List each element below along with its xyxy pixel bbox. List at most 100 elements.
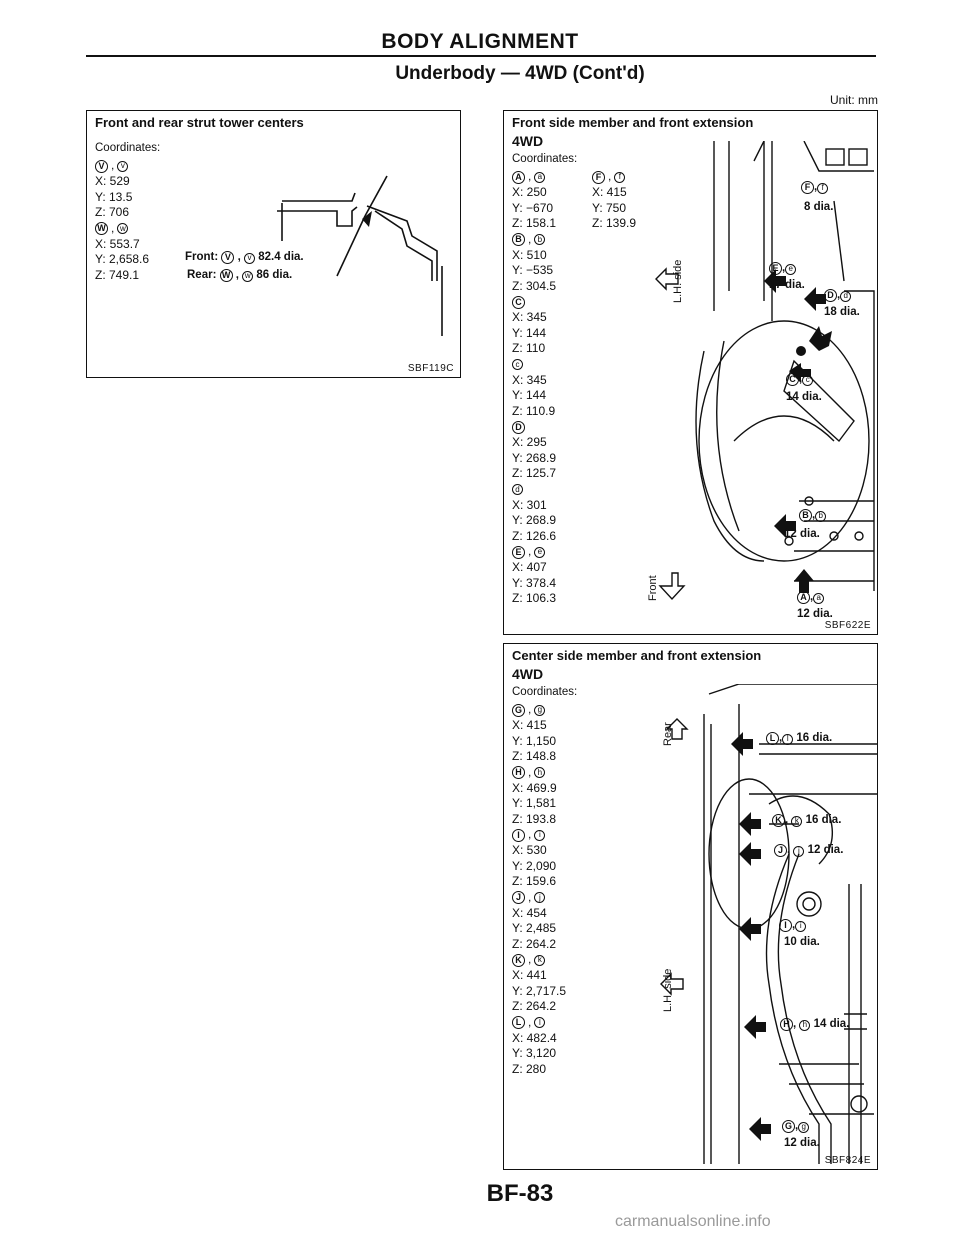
coord-row: Z: 280 [512,1061,547,1076]
panel-front-side-member: Front side member and front extension 4W… [503,110,878,635]
rear-dia-label: Rear: W , w 86 dia. [187,269,293,282]
coord-row: X: 482.4 [512,1030,557,1045]
point-l-callout: L,l 16 dia. [766,732,832,745]
point-a-heading: A,a [512,169,556,185]
front-dia-label: Front: V , v 82.4 dia. [185,251,304,264]
point-h-callout: H, h 14 dia. [780,1018,849,1031]
coord-row: X: 407 [512,560,547,574]
coord-row: Y: 1,150 [512,733,557,748]
coordinates-label: Coordinates: [95,142,161,154]
coord-row: Z: 125.7 [512,466,557,480]
point-f-callout: F,f [801,181,829,194]
coordinates-label: Coordinates: [512,153,578,165]
coord-row: Y: 144 [512,325,547,340]
coord-row: Z: 193.8 [512,811,557,826]
coord-row: Z: 264.2 [512,999,557,1013]
point-e-heading: E,e [512,544,556,560]
coordinate-list-f: F,f X: 415 Y: 750 Z: 139.9 [592,169,636,232]
coord-row: Z: 158.1 [512,216,557,230]
coord-row: Y: −535 [512,263,554,277]
panel-title: Center side member and front extension [512,648,762,663]
point-b-dia: 12 dia. [784,528,820,540]
coord-row: X: 345 [512,372,547,387]
coord-row: X: 530 [512,843,547,857]
coord-row: X: 295 [512,435,547,449]
point-i-dia: 10 dia. [784,936,820,948]
coord-row: Y: −670 [512,200,554,215]
figure-code: SBF119C [407,363,454,374]
coord-row: Z: 304.5 [512,278,557,293]
page-subtitle: Underbody — 4WD (Cont'd) [395,63,645,84]
coord-row: Y: 3,120 [512,1046,557,1060]
coord-row: Y: 2,090 [512,858,557,873]
point-i-callout: I,i [779,919,807,932]
page-number: BF-83 [486,1180,554,1207]
coord-row: Y: 268.9 [512,513,557,527]
coord-row: X: 441 [512,968,547,982]
coord-row: Y: 13.5 [95,189,133,204]
point-w-heading: W,w [95,221,149,237]
point-a-callout: A,a [797,591,825,604]
panel-strut-tower-centers: Front and rear strut tower centers Coord… [86,110,461,378]
point-g-callout: G,g [782,1120,810,1133]
point-c-heading: C [512,294,556,310]
underbody-center-drawing [660,684,877,1164]
coord-row: Y: 268.9 [512,450,557,465]
figure-code: SBF824E [824,1155,871,1166]
point-e-callout: E,e [769,262,797,275]
coord-row: Z: 159.6 [512,874,557,888]
coord-row: Y: 378.4 [512,575,557,590]
coord-row: Z: 148.8 [512,749,557,763]
coord-row: Z: 749.1 [95,267,140,282]
panel-subtitle: 4WD [512,666,544,682]
point-j-callout: J, j 12 dia. [774,844,843,857]
unit-note: Unit: mm [830,93,878,107]
point-c-lower-heading: c [512,357,556,373]
point-g-dia: 12 dia. [784,1137,820,1149]
coord-row: Y: 1,581 [512,796,557,810]
coord-row: Y: 750 [592,200,627,215]
point-k-heading: K,k [512,952,566,968]
point-a-dia: 12 dia. [797,608,833,620]
point-g-heading: G,g [512,702,566,718]
page-title: BODY ALIGNMENT [381,30,579,53]
coord-row: Z: 110 [512,341,546,355]
coordinates-label: Coordinates: [512,686,578,698]
coord-row: X: 469.9 [512,780,557,795]
point-f-dia: 8 dia. [804,201,834,213]
coord-row: Z: 139.9 [592,216,637,230]
coord-row: Y: 2,658.6 [95,252,150,266]
point-d-callout: D,d [824,289,852,302]
coordinate-list: A,a X: 250 Y: −670 Z: 158.1 B,b X: 510 Y… [512,169,556,607]
coord-row: X: 529 [95,174,130,188]
coord-row: X: 301 [512,497,547,512]
coord-row: Y: 2,717.5 [512,983,567,998]
strut-tower-drawing [277,175,443,336]
point-d-heading: D [512,419,556,435]
coord-row: X: 553.7 [95,236,140,251]
coord-row: X: 415 [592,185,627,199]
panel-center-side-member: Center side member and front extension 4… [503,643,878,1170]
coord-row: Z: 126.6 [512,528,557,543]
point-h-heading: H,h [512,765,566,781]
coord-row: Z: 106.3 [512,591,557,605]
point-c-callout: C,c [786,373,814,386]
point-k-callout: K, k 16 dia. [772,814,841,827]
coord-row: Z: 110.9 [512,403,556,418]
point-l-heading: L,l [512,1015,566,1031]
coord-row: X: 454 [512,905,547,920]
point-i-heading: I,i [512,827,566,843]
coordinate-list: G,g X: 415 Y: 1,150 Z: 148.8 H,h X: 469.… [512,702,566,1077]
panel-subtitle: 4WD [512,133,544,149]
watermark: carmanualsonline.info [615,1213,771,1230]
underbody-front-drawing [655,141,875,601]
coord-row: X: 415 [512,718,547,732]
panel-title: Front side member and front extension [512,115,754,130]
point-d-lower-heading: d [512,482,556,498]
point-v-heading: V,v [95,158,149,174]
point-b-callout: B,b [799,509,827,522]
coordinate-list: V,v X: 529 Y: 13.5 Z: 706 W,w X: 553.7 Y… [95,158,149,283]
coord-row: Y: 144 [512,388,547,402]
point-j-heading: J,j [512,890,566,906]
point-f-heading: F,f [592,169,636,185]
